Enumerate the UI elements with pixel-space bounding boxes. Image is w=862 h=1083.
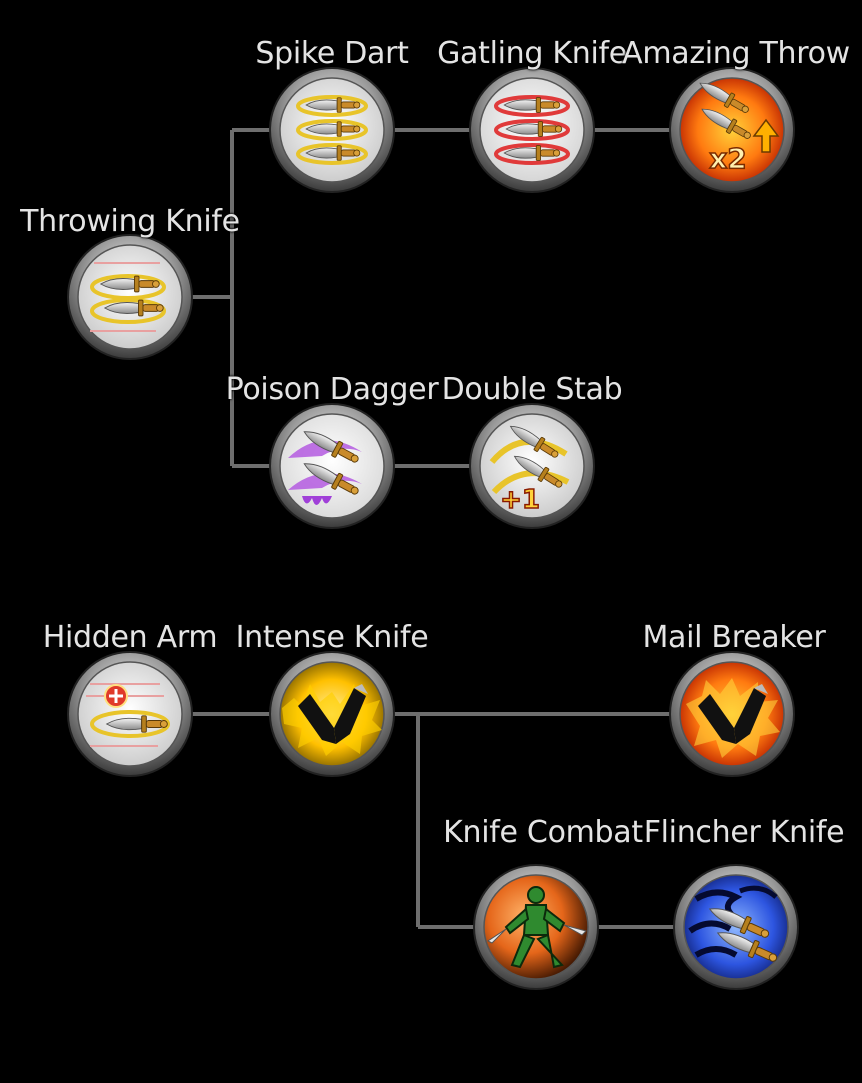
skill-node-knife-combat[interactable] — [473, 864, 599, 990]
skill-node-gatling-knife[interactable] — [469, 67, 595, 193]
amazing-throw-icon — [695, 76, 780, 153]
poison-dagger-icon — [288, 424, 363, 505]
skill-node-throwing-knife[interactable] — [67, 234, 193, 360]
knife-combat-icon — [487, 886, 587, 969]
skill-node-hidden-arm[interactable] — [67, 651, 193, 777]
mail-breaker-icon — [686, 678, 780, 758]
spike-dart-icon — [296, 95, 368, 165]
tree-connectors-lower — [190, 712, 676, 929]
gatling-knife-icon — [494, 95, 570, 165]
intense-knife-icon — [282, 684, 382, 756]
skill-node-intense-knife[interactable] — [269, 651, 395, 777]
amazing-throw-badge: x2 — [709, 142, 747, 175]
skill-node-poison-dagger[interactable] — [269, 403, 395, 529]
skill-node-double-stab[interactable]: +1 — [469, 403, 595, 529]
hidden-arm-icon — [86, 683, 170, 747]
double-stab-badge: +1 — [500, 485, 540, 515]
skill-node-flincher-knife[interactable] — [673, 864, 799, 990]
throwing-knife-icon — [90, 262, 166, 332]
skill-node-spike-dart[interactable] — [269, 67, 395, 193]
flincher-knife-icon — [688, 885, 781, 968]
skill-node-amazing-throw[interactable]: x2 — [669, 67, 795, 193]
skill-node-mail-breaker[interactable] — [669, 651, 795, 777]
double-stab-icon — [489, 419, 570, 495]
tree-connectors-upper — [190, 128, 672, 468]
